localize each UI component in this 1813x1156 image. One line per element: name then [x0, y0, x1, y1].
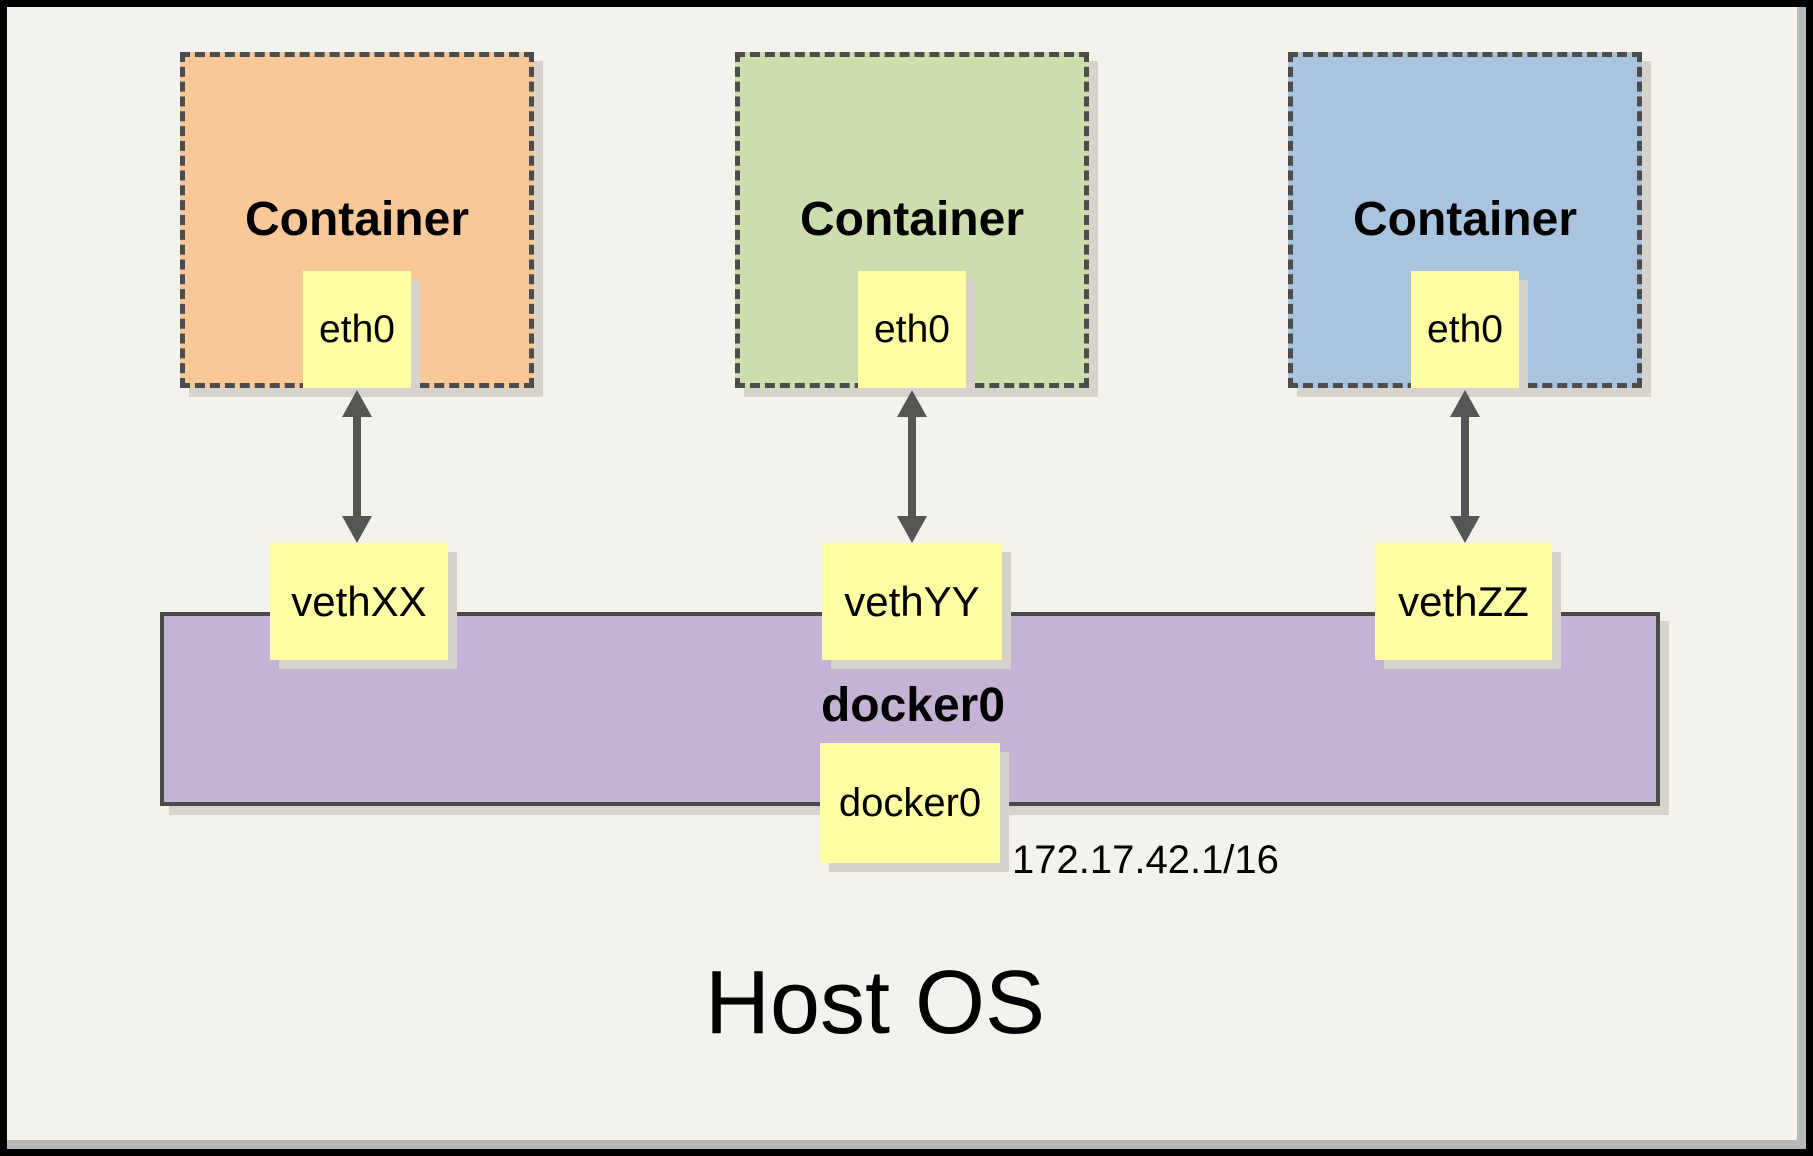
double-arrow-icon	[342, 390, 372, 543]
vethzz-label: vethZZ	[1398, 577, 1529, 625]
double-arrow-icon	[897, 390, 927, 543]
double-arrow-icon	[1450, 390, 1480, 543]
container-2-eth0-box: eth0	[858, 271, 966, 388]
docker0-interface-label: docker0	[838, 780, 982, 825]
container-3-eth0-label: eth0	[1427, 307, 1503, 351]
veth-arrow-2	[897, 390, 927, 543]
vethxx-box: vethXX	[270, 543, 448, 660]
vethyy-box: vethYY	[822, 543, 1002, 660]
docker0-interface-box: docker0	[820, 743, 1000, 863]
container-group-1: Container eth0	[180, 52, 534, 388]
container-3-label: Container	[1352, 193, 1577, 246]
veth-arrow-3	[1450, 390, 1480, 543]
container-group-2: Container eth0	[735, 52, 1089, 388]
container-1-eth0-label: eth0	[319, 307, 395, 351]
docker0-bridge-label: docker0	[820, 679, 1006, 732]
container-1-label: Container	[244, 193, 469, 246]
host-os-label: Host OS	[704, 953, 1046, 1053]
vethxx-label: vethXX	[291, 577, 427, 625]
vethyy-label: vethYY	[844, 577, 980, 625]
container-2-label: Container	[799, 193, 1024, 246]
container-3-eth0-box: eth0	[1411, 271, 1519, 388]
docker0-ip-label: 172.17.42.1/16	[1012, 838, 1279, 882]
veth-arrow-1	[342, 390, 372, 543]
container-group-3: Container eth0	[1288, 52, 1642, 388]
container-2-eth0-label: eth0	[874, 307, 950, 351]
container-1-eth0-box: eth0	[303, 271, 411, 388]
vethzz-box: vethZZ	[1375, 543, 1552, 660]
